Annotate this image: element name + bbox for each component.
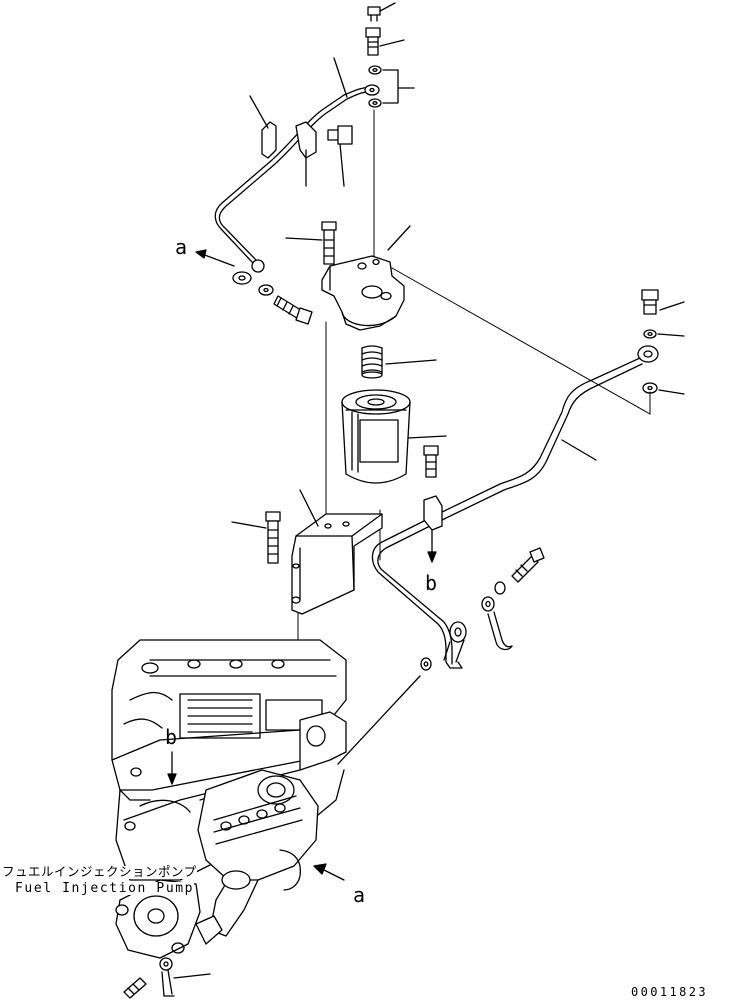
pump-tubing-detail bbox=[279, 849, 302, 891]
filter-head bbox=[321, 225, 411, 331]
pump-name-english: Fuel Injection Pump bbox=[15, 881, 195, 896]
ref-label-b-left: b bbox=[165, 725, 178, 749]
pipe-clamp-bracket bbox=[423, 495, 443, 563]
filter-bracket bbox=[291, 489, 383, 615]
assembly-guide-lines bbox=[297, 109, 651, 723]
left-banjo-washers bbox=[232, 271, 274, 296]
right-banjo-fitting bbox=[637, 345, 659, 363]
fuel-pipe-filter-to-pump bbox=[371, 357, 643, 669]
arrow-a-bottom bbox=[313, 863, 345, 881]
pump-overflow-bolt bbox=[123, 977, 147, 999]
filter-head-bolt bbox=[285, 221, 337, 265]
right-washer-1 bbox=[643, 329, 685, 339]
right-top-bolt bbox=[641, 289, 685, 315]
pump-drive-housing bbox=[115, 879, 223, 959]
top-bolt-small bbox=[367, 2, 396, 22]
pump-inlet-banjo-bolt bbox=[511, 547, 545, 583]
left-banjo-bolt bbox=[273, 295, 313, 325]
arrow-a-top bbox=[195, 249, 235, 267]
ref-label-a-top: a bbox=[175, 235, 188, 259]
top-banjo-bolt bbox=[365, 27, 405, 56]
right-washer-2 bbox=[642, 382, 685, 395]
ref-label-b-center: b bbox=[425, 571, 438, 595]
top-washers bbox=[368, 65, 415, 108]
bracket-bolt-left bbox=[231, 511, 281, 564]
pump-overflow-fitting bbox=[159, 942, 211, 997]
bracket-bolt-right bbox=[423, 445, 439, 478]
clip-bolt bbox=[327, 125, 353, 187]
engine-cylinder-head bbox=[111, 639, 347, 801]
fuel-return-pipe-upper bbox=[214, 57, 380, 273]
pipe-clips bbox=[249, 95, 317, 187]
pump-inlet-washers bbox=[481, 581, 513, 651]
ref-label-a-bottom: a bbox=[353, 883, 366, 907]
filter-spring bbox=[361, 345, 437, 379]
fuel-filter-cartridge bbox=[341, 389, 447, 484]
pump-inlet-washer-left bbox=[337, 657, 432, 765]
arrow-b-left bbox=[167, 751, 177, 785]
drawing-number: 00011823 bbox=[631, 985, 708, 999]
injection-pump-body bbox=[197, 769, 319, 937]
pump-name-japanese: フュエルインジェクションポンプ bbox=[2, 864, 197, 879]
pump-inlet-banjo bbox=[443, 621, 467, 663]
